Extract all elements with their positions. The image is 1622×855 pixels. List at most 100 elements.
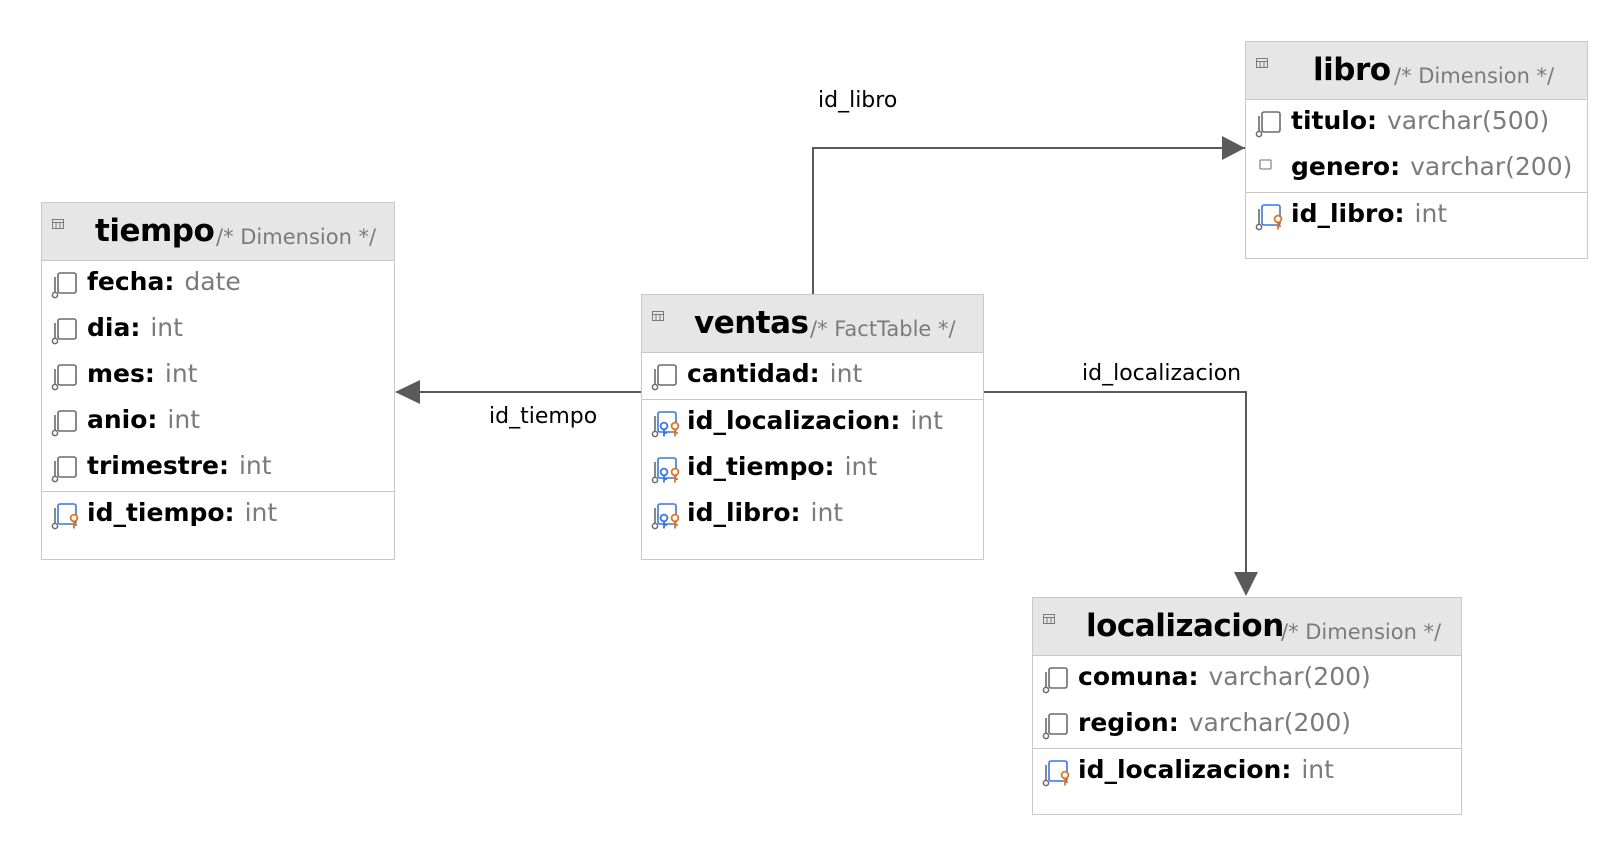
column-type: int [150, 313, 183, 342]
column-row[interactable]: dia: int [42, 307, 394, 353]
table-comment: /* Dimension */ [1394, 64, 1555, 88]
table-header[interactable]: localizacion /* Dimension */ [1033, 598, 1461, 656]
table-libro[interactable]: libro /* Dimension */ titulo:varchar(500… [1245, 41, 1588, 259]
column-type: int [238, 451, 272, 480]
column-row[interactable]: comuna:varchar(200) [1033, 656, 1461, 702]
foreign-key-icon [650, 456, 680, 484]
key-list: id_localizacion:int [1033, 748, 1461, 795]
edge-label-id-libro: id_libro [818, 88, 898, 113]
column-name: dia: int [87, 313, 183, 342]
column-row[interactable]: genero:varchar(200) [1246, 146, 1587, 192]
key-list: id_tiempo: int [42, 491, 394, 538]
column-icon [50, 455, 80, 483]
column-name: id_libro: int [1291, 199, 1447, 228]
column-name: region: varchar(200) [1078, 708, 1351, 737]
edge-ventas-localizacion[interactable] [984, 391, 1247, 574]
column-name: cantidad:int [687, 359, 862, 388]
arrowhead-libro [1222, 136, 1245, 160]
column-row[interactable]: id_tiempo: int [42, 492, 394, 538]
column-name-text: region: [1078, 708, 1179, 737]
column-row[interactable]: fecha:date [42, 261, 394, 307]
column-row[interactable]: id_libro: int [1246, 193, 1587, 239]
table-icon [652, 311, 664, 321]
table-tiempo[interactable]: tiempo /* Dimension */ fecha:date dia: int… [41, 202, 395, 560]
column-name: id_tiempo: int [687, 452, 877, 481]
table-title: libro [1313, 52, 1391, 88]
column-row[interactable]: region: varchar(200) [1033, 702, 1461, 748]
column-row[interactable]: id_localizacion: int [642, 400, 983, 446]
column-icon [1254, 110, 1284, 138]
column-type: varchar(200) [1410, 152, 1573, 181]
column-type: int [1301, 755, 1334, 784]
column-icon [50, 363, 80, 391]
table-comment: /* Dimension */ [216, 225, 377, 249]
column-row[interactable]: titulo:varchar(500) [1246, 100, 1587, 146]
column-type: int [164, 359, 198, 388]
column-name-text: cantidad: [687, 359, 820, 388]
table-title: localizacion [1086, 608, 1284, 644]
table-icon [1043, 614, 1055, 624]
table-title: tiempo [95, 213, 215, 249]
column-name: trimestre: int [87, 451, 272, 480]
column-name: mes:int [87, 359, 197, 388]
column-row[interactable]: mes:int [42, 353, 394, 399]
arrowhead-localizacion [1234, 572, 1258, 596]
table-icon [1256, 58, 1268, 68]
column-name: id_tiempo: int [87, 498, 277, 527]
column-name-text: id_tiempo: [87, 498, 235, 527]
foreign-key-icon [650, 410, 680, 438]
table-header[interactable]: ventas /* FactTable */ [642, 295, 983, 353]
column-name-text: titulo: [1291, 106, 1378, 135]
column-icon [650, 363, 680, 391]
column-name-text: comuna: [1078, 662, 1199, 691]
column-name-text: trimestre: [87, 451, 229, 480]
column-type: varchar(200) [1188, 708, 1351, 737]
column-name-text: id_libro: [1291, 199, 1405, 228]
column-row[interactable]: trimestre: int [42, 445, 394, 491]
column-row[interactable]: cantidad:int [642, 353, 983, 399]
column-list: comuna:varchar(200) region: varchar(200) [1033, 656, 1461, 748]
table-header[interactable]: libro /* Dimension */ [1246, 42, 1587, 100]
column-name-text: dia: [87, 313, 141, 342]
column-name: id_localizacion: int [687, 406, 943, 435]
column-name-text: id_tiempo: [687, 452, 835, 481]
table-header[interactable]: tiempo /* Dimension */ [42, 203, 394, 261]
column-type: int [844, 452, 878, 481]
column-icon [1041, 666, 1071, 694]
table-ventas[interactable]: ventas /* FactTable */ cantidad:int id_l… [641, 294, 984, 560]
foreign-key-icon [650, 502, 680, 530]
nullable-column-icon [1254, 156, 1284, 184]
column-name: id_libro: int [687, 498, 843, 527]
column-row[interactable]: anio: int [42, 399, 394, 445]
column-name-text: id_localizacion: [687, 406, 901, 435]
table-title: ventas [694, 305, 809, 341]
column-name: id_localizacion:int [1078, 755, 1334, 784]
column-name: genero:varchar(200) [1291, 152, 1572, 181]
column-row[interactable]: id_libro: int [642, 492, 983, 538]
key-list: id_libro: int [1246, 192, 1587, 239]
column-type: int [810, 498, 844, 527]
table-icon [52, 219, 64, 229]
column-name: anio: int [87, 405, 200, 434]
column-row[interactable]: id_tiempo: int [642, 446, 983, 492]
column-list: titulo:varchar(500) genero:varchar(200) [1246, 100, 1587, 192]
column-list: cantidad:int [642, 353, 983, 399]
column-type: int [167, 405, 201, 434]
column-name-text: anio: [87, 405, 158, 434]
edge-label-id-localizacion: id_localizacion [1082, 361, 1242, 386]
column-type: date [184, 267, 241, 296]
edge-ventas-libro[interactable] [812, 147, 1245, 294]
column-type: int [1414, 199, 1448, 228]
column-type: int [244, 498, 278, 527]
table-localizacion[interactable]: localizacion /* Dimension */ comuna:varc… [1032, 597, 1462, 815]
column-row[interactable]: id_localizacion:int [1033, 749, 1461, 795]
column-type: int [910, 406, 943, 435]
column-icon [1041, 712, 1071, 740]
table-comment: /* Dimension */ [1281, 620, 1442, 644]
primary-key-icon [1254, 203, 1284, 231]
column-name: fecha:date [87, 267, 241, 296]
column-name-text: id_libro: [687, 498, 801, 527]
